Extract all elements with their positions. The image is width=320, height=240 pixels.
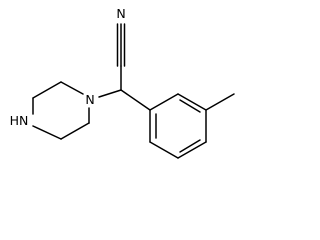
piperazine-nitrogen-label: N	[85, 92, 94, 107]
nitrile-group: N	[116, 6, 126, 67]
benzene-bond-4	[177, 141, 207, 159]
methyl-bond	[205, 93, 235, 111]
central-carbon-bonds	[98, 65, 151, 111]
chemical-structure-diagram: N N HN	[10, 6, 235, 159]
piperazine-ring: N HN	[10, 81, 95, 140]
piperazine-bond-1	[60, 81, 84, 95]
piperazine-bond-2	[32, 81, 62, 99]
nitrile-nitrogen-label: N	[116, 6, 125, 21]
bond-ch-to-piperazine-n	[98, 89, 122, 98]
benzene-double-bond-1	[179, 99, 201, 113]
piperazine-bond-5	[60, 122, 90, 140]
benzene-bond-2	[177, 93, 207, 111]
benzene-ring	[149, 93, 207, 159]
benzene-double-bond-2	[179, 139, 201, 153]
piperazine-nh-label: HN	[10, 113, 29, 128]
piperazine-bond-4	[32, 125, 62, 140]
bond-ch-to-aryl	[120, 89, 151, 111]
benzene-bond-5	[149, 141, 179, 159]
benzene-bond-1	[149, 93, 179, 111]
